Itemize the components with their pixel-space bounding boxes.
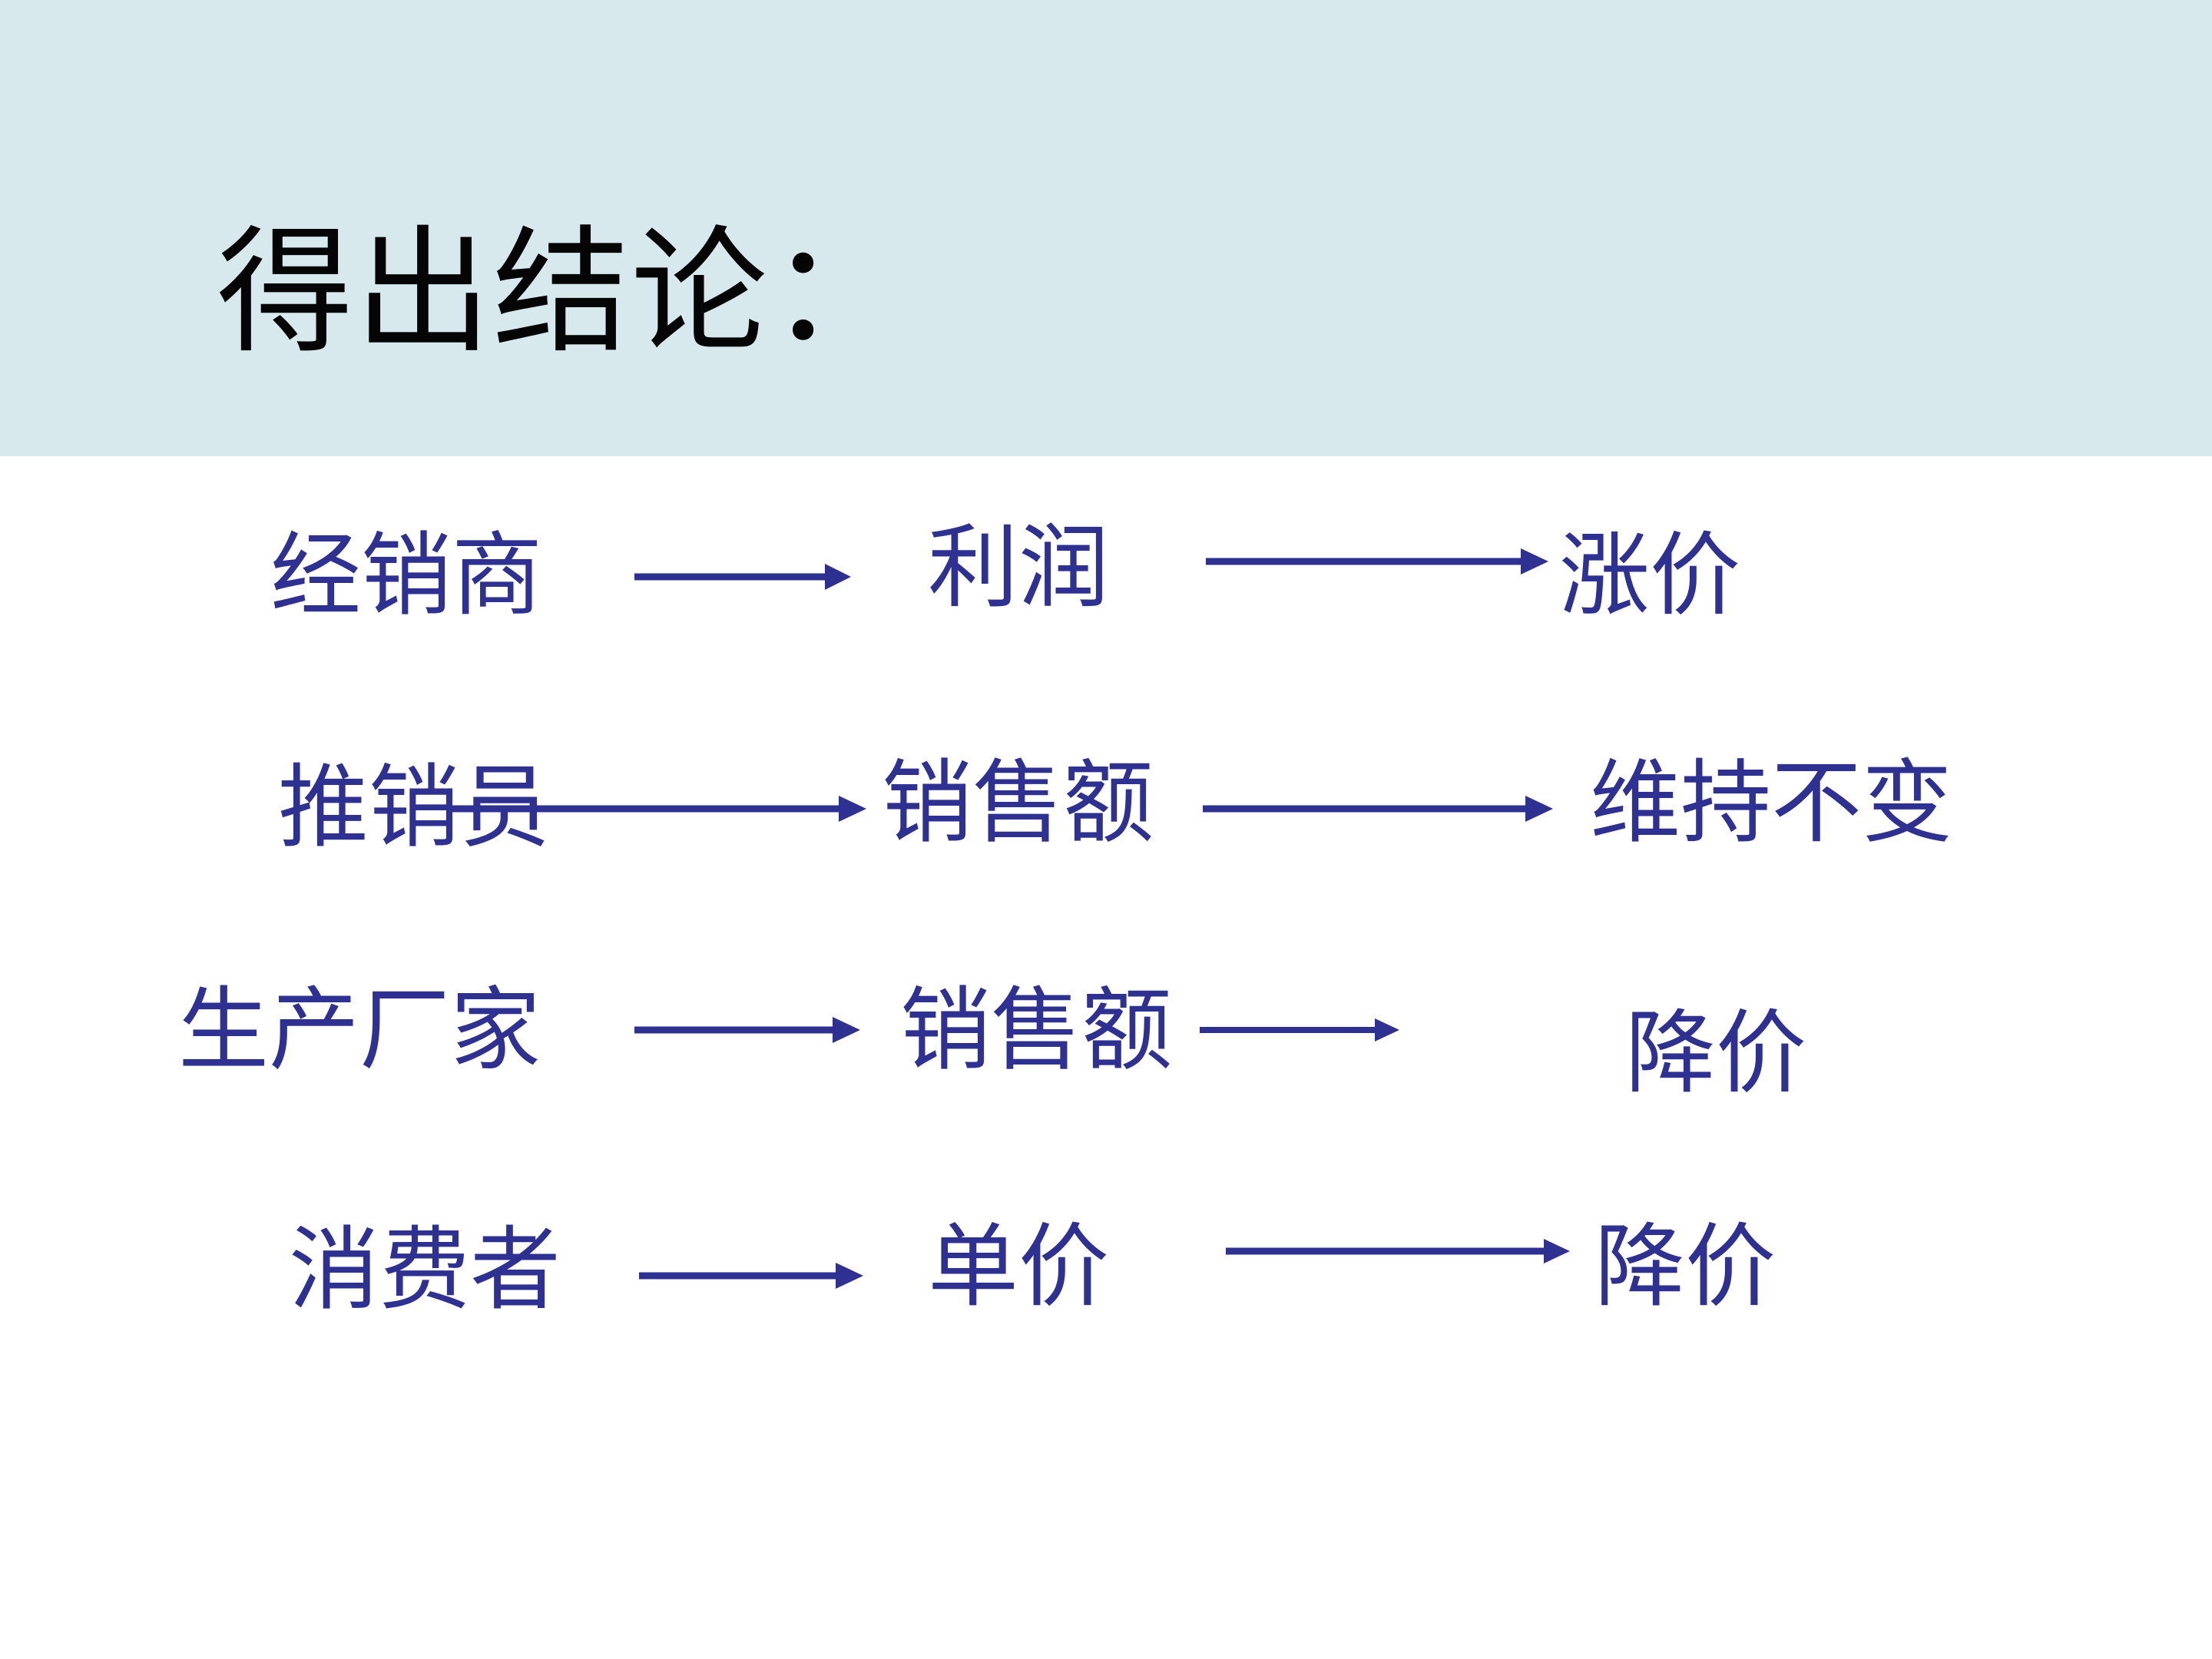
flow-node-result: 涨价	[1559, 522, 1741, 628]
slide-header-band	[0, 0, 2212, 456]
arrow-right-icon	[1206, 544, 1548, 579]
flow-node-source: 消费者	[289, 1217, 561, 1323]
flow-node-result: 维持不变	[1590, 750, 1953, 856]
arrow-right-icon	[634, 1012, 860, 1048]
arrow-right-icon	[1203, 791, 1553, 826]
arrow-right-icon	[452, 791, 866, 826]
flow-node-result: 降价	[1594, 1214, 1777, 1320]
slide-title: 得出结论：	[217, 213, 907, 372]
conclusion-flow-diagram: 经销商 利润 涨价 推销员	[0, 456, 2212, 1659]
flow-node-middle: 利润	[928, 515, 1110, 621]
flow-node-source: 生产厂家	[178, 977, 541, 1083]
arrow-right-icon	[634, 559, 851, 594]
flow-node-result: 降价	[1625, 1000, 1807, 1106]
flow-node-source: 经销商	[270, 522, 543, 628]
flow-node-middle: 销售额	[900, 977, 1173, 1083]
flow-row: 推销员 销售额 维持不变	[0, 757, 2212, 911]
flow-row: 经销商 利润 涨价	[0, 519, 2212, 673]
flow-node-middle: 单价	[928, 1214, 1110, 1320]
flow-node-middle: 销售额	[882, 750, 1154, 856]
arrow-right-icon	[1200, 1012, 1399, 1048]
arrow-right-icon	[639, 1258, 863, 1293]
arrow-right-icon	[1226, 1233, 1570, 1269]
flow-row: 生产厂家 销售额 降价	[0, 985, 2212, 1138]
flow-row: 消费者 单价 降价	[0, 1217, 2212, 1370]
